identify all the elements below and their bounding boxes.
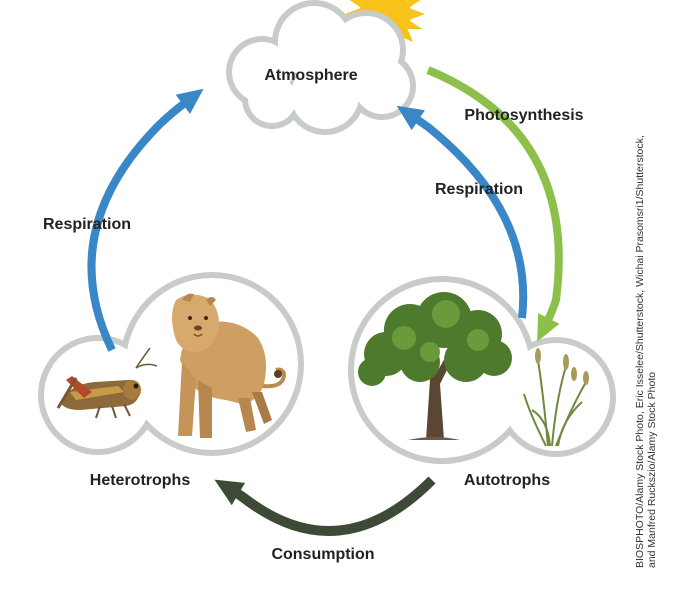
photosynthesis-label: Photosynthesis [464,107,583,124]
atmosphere-cloud [226,0,416,135]
atmosphere-label: Atmosphere [264,67,357,84]
photo-credit: BIOSPHOTO/Alamy Stock Photo, Eric Issele… [634,135,658,568]
respiration-autotrophs-arrow [396,105,528,319]
grasshopper-icon [56,347,158,419]
tree-icon [358,292,512,440]
grass-icon [523,348,589,447]
respiration-heterotrophs-arrow [87,88,204,352]
autotrophs-label: Autotrophs [464,472,550,489]
heterotrophs-label: Heterotrophs [90,472,191,489]
respiration-autotrophs-label: Respiration [435,181,523,198]
consumption-label: Consumption [271,546,374,563]
lion-icon [172,293,287,438]
photo-credit-line-1: BIOSPHOTO/Alamy Stock Photo, Eric Issele… [634,135,646,568]
consumption-arrow [214,476,436,536]
photo-credit-line-2: and Manfred Ruckszio/Alamy Stock Photo [646,372,658,568]
respiration-heterotrophs-label: Respiration [43,216,131,233]
photosynthesis-arrow [426,66,563,342]
